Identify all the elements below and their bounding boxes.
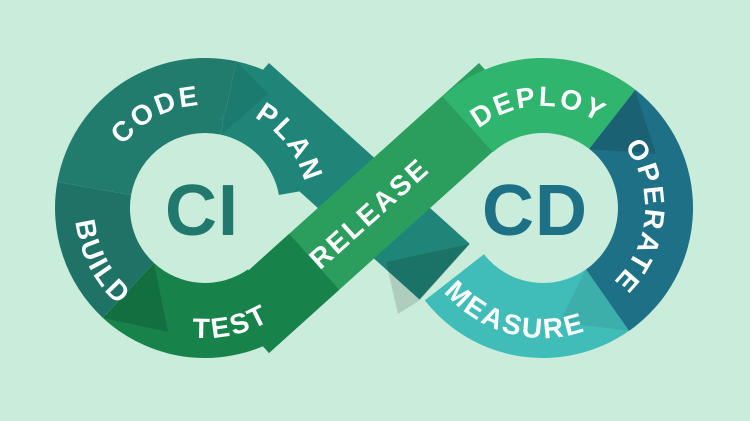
segment-build (55, 182, 154, 318)
segment-measure (424, 254, 629, 359)
right-loop-title: CD (482, 171, 588, 251)
segment-deploy (442, 57, 636, 153)
left-loop-title: CI (165, 171, 239, 251)
segment-operate (586, 89, 694, 331)
segment-release-tail (219, 233, 340, 353)
segment-plan-connector-band (219, 63, 470, 300)
segment-code (57, 58, 237, 195)
